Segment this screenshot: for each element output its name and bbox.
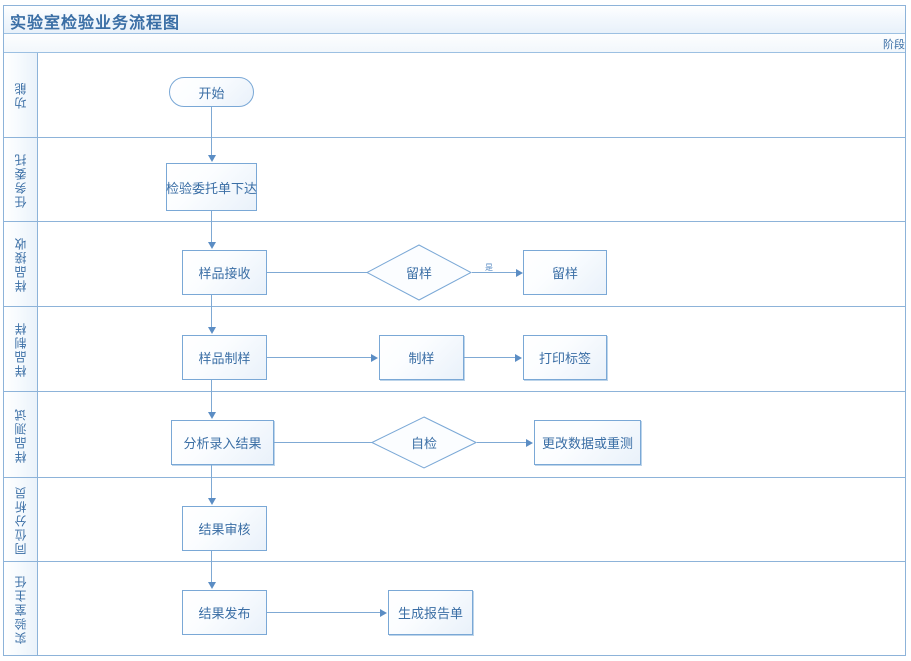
swimlane-label-gongneng: 功能 bbox=[4, 53, 38, 137]
swimlane-label-renwuweituo: 任务委托 bbox=[4, 138, 38, 221]
connector-into-review bbox=[211, 478, 212, 499]
connector-analyze-to-selfcheck bbox=[274, 442, 386, 443]
swimlane-yangpinzhiyang: 样品制样 样品制样 制样 打印标签 bbox=[4, 307, 905, 392]
node-result-review[interactable]: 结果审核 bbox=[182, 506, 267, 551]
connector-into-release bbox=[211, 562, 212, 583]
node-label: 留样 bbox=[405, 267, 432, 282]
swimlane-label-text: 样品测试 bbox=[14, 406, 28, 463]
stage-header-band bbox=[4, 34, 905, 53]
swimlane-yangpinjieshou: 样品接收 样品接收 留样 是 留样 bbox=[4, 222, 905, 307]
connector-release-to-report bbox=[267, 612, 381, 613]
swimlane-label-text: 任务委托 bbox=[14, 151, 28, 208]
node-label: 自检 bbox=[410, 437, 437, 452]
swimlane-label-text: 样品接收 bbox=[14, 236, 28, 292]
connector-selfcheck-to-modify bbox=[477, 442, 527, 443]
arrowhead-into-zhiyang bbox=[371, 354, 378, 362]
node-sample-prep[interactable]: 样品制样 bbox=[182, 335, 267, 380]
swimlane-body-yangpinceshi: 分析录入结果 自检 更改数据或重测 bbox=[38, 392, 905, 478]
stage-header-label: 阶段 bbox=[883, 38, 905, 51]
diamond-shape-icon bbox=[366, 244, 472, 301]
diamond-shape-icon bbox=[371, 416, 477, 469]
connector-zhiyang-to-print bbox=[464, 357, 516, 358]
node-print-label[interactable]: 打印标签 bbox=[523, 335, 607, 380]
arrowhead-into-print-label bbox=[515, 354, 522, 362]
swimlane-gongneng: 功能 开始 bbox=[4, 53, 905, 138]
arrowhead-into-report bbox=[380, 609, 387, 617]
swimlane-label-text: 同位分析员 bbox=[14, 484, 28, 555]
swimlane-body-tongweifenxiyuan: 结果审核 bbox=[38, 478, 905, 562]
node-retain-sample[interactable]: 留样 bbox=[523, 250, 607, 295]
connector-into-receive bbox=[211, 222, 212, 243]
node-sample-receive[interactable]: 样品接收 bbox=[182, 250, 267, 295]
connector-receive-to-prep bbox=[211, 295, 212, 307]
arrowhead-into-modify bbox=[526, 439, 533, 447]
connector-dispatch-to-receive bbox=[211, 211, 212, 222]
arrowhead-into-analyze bbox=[208, 412, 216, 419]
node-analyze-input[interactable]: 分析录入结果 bbox=[171, 420, 274, 465]
swimlane-label-yangpinceshi: 样品测试 bbox=[4, 392, 38, 477]
swimlane-label-text: 样品制样 bbox=[14, 321, 28, 377]
swimlane-body-shiyanshizhuren: 结果发布 生成报告单 bbox=[38, 562, 905, 655]
arrowhead-into-receive bbox=[208, 242, 216, 249]
swimlane-shiyanshizhuren: 实验室主任 结果发布 生成报告单 bbox=[4, 562, 905, 655]
node-start[interactable]: 开始 bbox=[169, 77, 254, 107]
connector-into-sample-prep bbox=[211, 307, 212, 328]
connector-prep-to-zhiyang bbox=[267, 357, 372, 358]
page-title: 实验室检验业务流程图 bbox=[10, 13, 181, 32]
swimlane-label-shiyanshizhuren: 实验室主任 bbox=[4, 562, 38, 655]
node-generate-report[interactable]: 生成报告单 bbox=[388, 590, 473, 635]
connector-receive-to-retain-decision bbox=[267, 272, 401, 273]
swimlane-grid: 功能 开始 任务委托 检验委托单下达 样品接收 bbox=[4, 53, 905, 655]
swimlane-label-text: 实验室主任 bbox=[14, 573, 28, 644]
arrowhead-into-sample-prep bbox=[208, 327, 216, 334]
connector-into-dispatch bbox=[211, 138, 212, 156]
node-self-check[interactable]: 自检 bbox=[371, 416, 477, 469]
swimlane-yangpinceshi: 样品测试 分析录入结果 自检 更改数据或重测 bbox=[4, 392, 905, 478]
connector-retain-decision-to-retain bbox=[472, 272, 517, 273]
arrowhead-into-release bbox=[208, 582, 216, 589]
swimlane-body-gongneng: 开始 bbox=[38, 53, 905, 138]
swimlane-label-yangpinjieshou: 样品接收 bbox=[4, 222, 38, 306]
arrowhead-into-retain-sample bbox=[516, 269, 523, 277]
connector-into-analyze bbox=[211, 392, 212, 413]
edge-label-yes: 是 bbox=[485, 263, 493, 272]
node-modify-or-retest[interactable]: 更改数据或重测 bbox=[534, 420, 641, 465]
arrowhead-into-dispatch bbox=[208, 155, 216, 162]
swimlane-tongweifenxiyuan: 同位分析员 结果审核 bbox=[4, 478, 905, 562]
node-retain-decision[interactable]: 留样 bbox=[366, 244, 472, 301]
connector-analyze-to-review bbox=[211, 465, 212, 478]
swimlane-renwuweituo: 任务委托 检验委托单下达 bbox=[4, 138, 905, 222]
swimlane-label-text: 功能 bbox=[14, 81, 28, 109]
arrowhead-into-review bbox=[208, 498, 216, 505]
diagram-frame bbox=[3, 5, 906, 656]
node-prep[interactable]: 制样 bbox=[379, 335, 464, 380]
swimlane-body-renwuweituo: 检验委托单下达 bbox=[38, 138, 905, 222]
swimlane-label-yangpinzhiyang: 样品制样 bbox=[4, 307, 38, 391]
node-result-release[interactable]: 结果发布 bbox=[182, 590, 267, 635]
swimlane-label-tongweifenxiyuan: 同位分析员 bbox=[4, 478, 38, 561]
title-band bbox=[4, 6, 905, 34]
connector-review-to-release bbox=[211, 551, 212, 562]
swimlane-body-yangpinzhiyang: 样品制样 制样 打印标签 bbox=[38, 307, 905, 392]
connector-prep-to-analyze bbox=[211, 380, 212, 392]
swimlane-body-yangpinjieshou: 样品接收 留样 是 留样 bbox=[38, 222, 905, 307]
connector-start-to-dispatch bbox=[211, 107, 212, 138]
node-dispatch-order[interactable]: 检验委托单下达 bbox=[166, 163, 257, 211]
